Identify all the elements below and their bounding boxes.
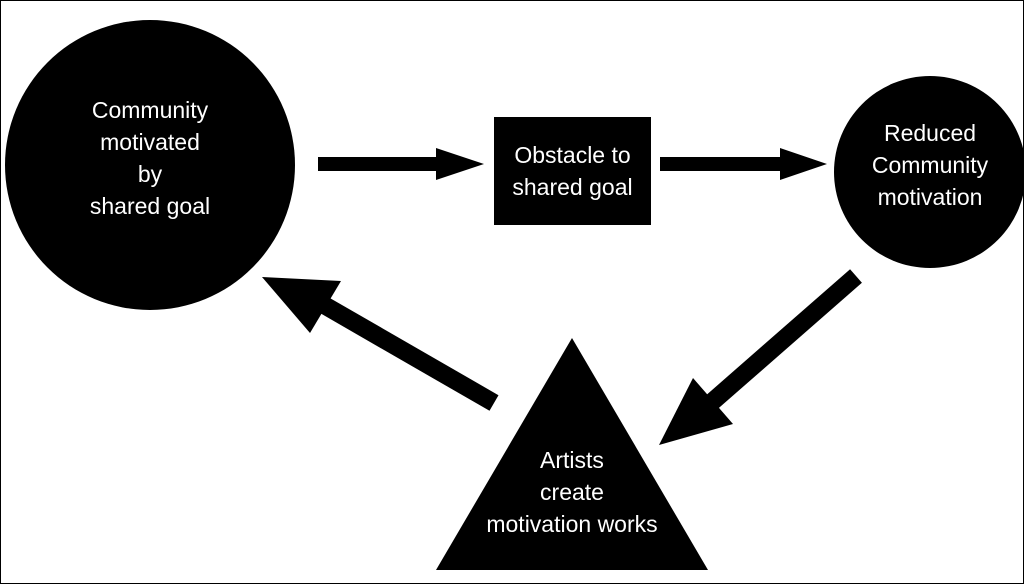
reduced-motivation-label: Reduced Community motivation xyxy=(850,117,1010,213)
label-line: motivation xyxy=(877,184,983,210)
label-line: shared goal xyxy=(512,174,633,200)
community-motivated-node xyxy=(5,20,295,310)
label-line: create xyxy=(540,479,604,505)
label-line: motivation works xyxy=(486,511,658,537)
label-line: Community xyxy=(871,152,989,178)
arrow-artists-to-community xyxy=(262,277,499,411)
artists-create-label: Artists create motivation works xyxy=(472,444,672,540)
obstacle-label: Obstacle to shared goal xyxy=(494,139,651,203)
community-motivated-label: Community motivated by shared goal xyxy=(50,94,250,222)
label-line: Community xyxy=(91,97,209,123)
artists-create-node xyxy=(436,338,708,570)
label-line: by xyxy=(137,161,163,187)
arrow-community-to-obstacle xyxy=(318,148,484,180)
label-line: motivated xyxy=(100,129,200,155)
obstacle-node xyxy=(494,117,651,225)
label-line: Artists xyxy=(540,447,604,473)
reduced-motivation-node xyxy=(834,76,1024,268)
label-line: shared goal xyxy=(89,193,211,219)
label-line: Obstacle to xyxy=(514,142,631,168)
arrow-reduced-to-artists xyxy=(659,269,862,445)
label-line: Reduced xyxy=(883,120,977,146)
arrow-obstacle-to-reduced xyxy=(660,148,827,180)
